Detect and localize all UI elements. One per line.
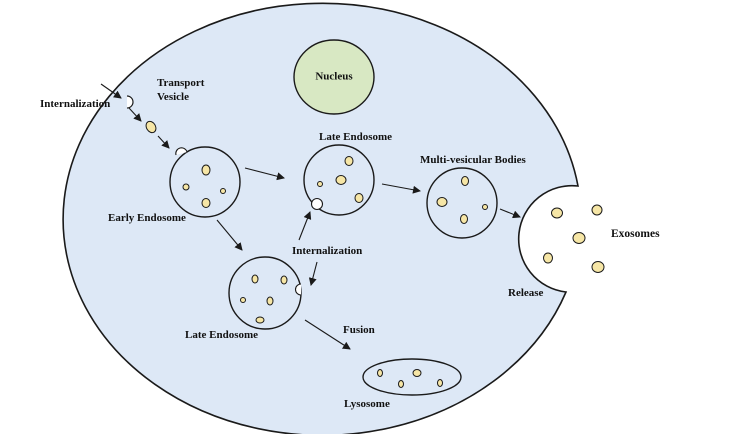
late-endosome-top-vesicle <box>317 181 323 187</box>
late-endosome-bottom-vesicle <box>280 275 288 285</box>
late-endosome-top-label: Late Endosome <box>319 131 392 143</box>
arrow-late-to-mvb <box>381 183 421 194</box>
multivesicular-body <box>426 167 498 239</box>
lysosome-vesicle <box>412 369 422 377</box>
arrow-internalization-down <box>308 261 318 286</box>
early-endosome-vesicle <box>220 188 226 194</box>
internalization-arrow-left <box>100 83 122 99</box>
nucleus <box>293 39 375 115</box>
late-endosome-top-vesicle <box>344 156 354 166</box>
arrow-internalization-up <box>298 211 312 241</box>
mvb-label: Multi-vesicular Bodies <box>420 154 527 166</box>
exosome <box>591 204 603 216</box>
internalization-center-label: Internalization <box>292 245 362 257</box>
late-endosome-bottom-vesicle <box>266 296 274 306</box>
early-endosome-vesicle <box>182 183 190 191</box>
exosome <box>543 252 553 264</box>
nucleus-label: Nucleus <box>315 71 353 83</box>
late-endosome-bottom-vesicle <box>240 297 246 303</box>
early-endosome-label: Early Endosome <box>108 212 186 224</box>
transport-arrow-2 <box>157 135 170 149</box>
arrow-mvb-to-release <box>499 208 521 219</box>
exosomes-label: Exosomes <box>611 228 660 240</box>
arrow-early-to-late-bottom <box>216 219 243 251</box>
exosome <box>572 232 586 244</box>
fusion-label: Fusion <box>343 324 375 336</box>
transport-vesicle-label-line2: Vesicle <box>157 91 189 103</box>
mvb-vesicle <box>436 197 448 207</box>
arrow-early-to-late-top <box>244 167 285 181</box>
cell-membrane <box>62 2 579 434</box>
lysosome-vesicle <box>437 379 443 387</box>
early-endosome-vesicle <box>201 164 211 176</box>
transport-vesicle <box>145 120 157 134</box>
late-endosome-bottom <box>228 256 302 330</box>
early-endosome-bud <box>175 147 188 156</box>
arrow-fusion <box>304 319 351 350</box>
late-endosome-bottom-pit <box>295 283 302 296</box>
mvb-vesicle <box>461 176 469 186</box>
lysosome-vesicle <box>377 369 383 377</box>
lysosome <box>362 358 462 396</box>
release-label: Release <box>508 287 544 299</box>
exosome <box>551 207 563 219</box>
exosome <box>591 261 605 273</box>
late-endosome-top-vesicle <box>335 175 347 185</box>
late-endosome-top-vesicle <box>354 193 364 203</box>
internalization-left-label: Internalization <box>40 98 110 110</box>
late-endosome-bottom-vesicle <box>251 274 259 284</box>
late-endosome-top-pit <box>310 197 324 211</box>
mvb-vesicle <box>482 204 488 210</box>
early-endosome <box>169 146 241 218</box>
late-endosome-bottom-vesicle <box>255 316 265 324</box>
mvb-vesicle <box>460 214 468 224</box>
transport-vesicle-label-line1: Transport <box>157 77 205 89</box>
transport-arrow-1 <box>128 107 142 122</box>
late-endosome-bottom-label: Late Endosome <box>185 329 258 341</box>
early-endosome-vesicle <box>201 198 211 208</box>
membrane-pit-left <box>126 95 134 109</box>
lysosome-vesicle <box>398 380 404 388</box>
lysosome-label: Lysosome <box>344 398 390 410</box>
